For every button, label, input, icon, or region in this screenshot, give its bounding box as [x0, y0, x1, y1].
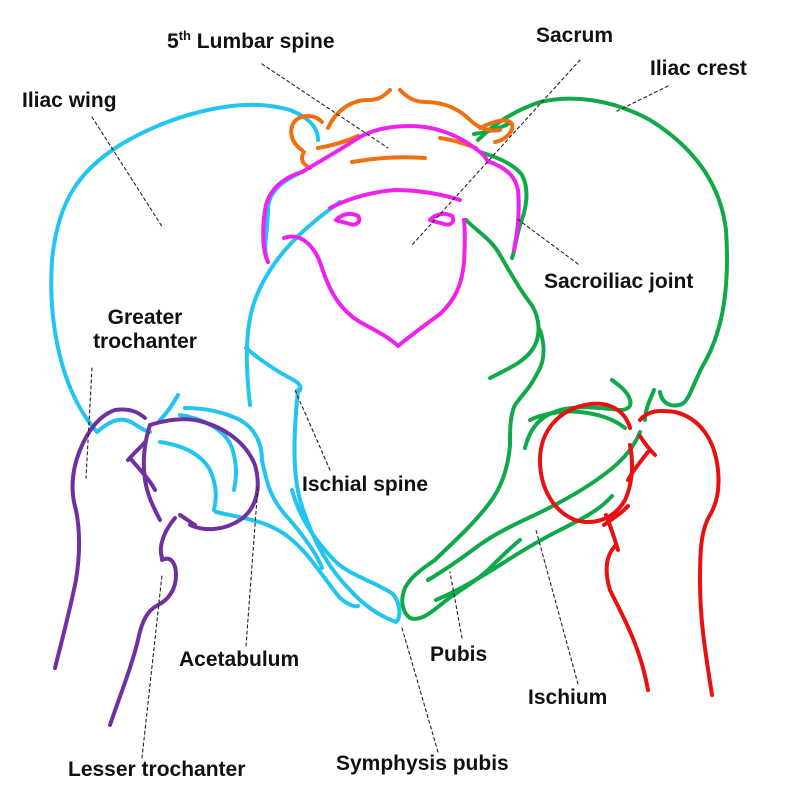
label-greater-trochanter: Greater trochanter [70, 306, 220, 354]
sacrum-outline [261, 124, 521, 348]
label-lumbar-spine-text: Lumbar spine [190, 30, 335, 53]
label-acetabulum: Acetabulum [179, 648, 300, 671]
label-lumbar-spine-ordinal: th [178, 28, 191, 43]
leader-sacroiliac-joint [515, 217, 579, 265]
leader-ischium [535, 529, 579, 685]
leader-sacrum [411, 59, 581, 246]
leader-iliac-wing [91, 116, 164, 229]
leader-lines [85, 59, 669, 759]
label-lesser-trochanter: Lesser trochanter [68, 758, 246, 781]
label-greater-trochanter-line2: trochanter [93, 330, 197, 354]
label-symphysis-pubis: Symphysis pubis [336, 752, 509, 775]
label-ischial-spine: Ischial spine [302, 473, 429, 496]
left-hip-bone-outline [400, 96, 730, 621]
leader-symphysis-pubis [401, 627, 439, 753]
label-lumbar-spine: 5th Lumbar spine [167, 28, 335, 54]
label-sacroiliac-joint: Sacroiliac joint [544, 270, 694, 293]
leader-lumbar-spine [261, 63, 389, 149]
label-iliac-crest: Iliac crest [650, 57, 747, 80]
label-iliac-wing: Iliac wing [22, 89, 117, 112]
right-hip-bone-outline [49, 102, 402, 624]
leader-lesser-trochanter [141, 574, 163, 759]
label-greater-trochanter-line1: Greater [107, 306, 183, 329]
leader-ischial-spine [294, 389, 331, 471]
leader-greater-trochanter [85, 367, 93, 479]
left-femur-outline [538, 401, 721, 697]
leader-pubis [449, 571, 463, 639]
label-ischium: Ischium [528, 686, 608, 709]
leader-iliac-crest [614, 85, 669, 113]
label-sacrum: Sacrum [536, 24, 614, 47]
right-femur-outline [53, 407, 260, 727]
leader-acetabulum [245, 484, 259, 647]
label-pubis: Pubis [430, 643, 488, 666]
lumbar-vertebra-outline [289, 88, 515, 170]
label-lumbar-spine-number: 5 [167, 30, 179, 53]
